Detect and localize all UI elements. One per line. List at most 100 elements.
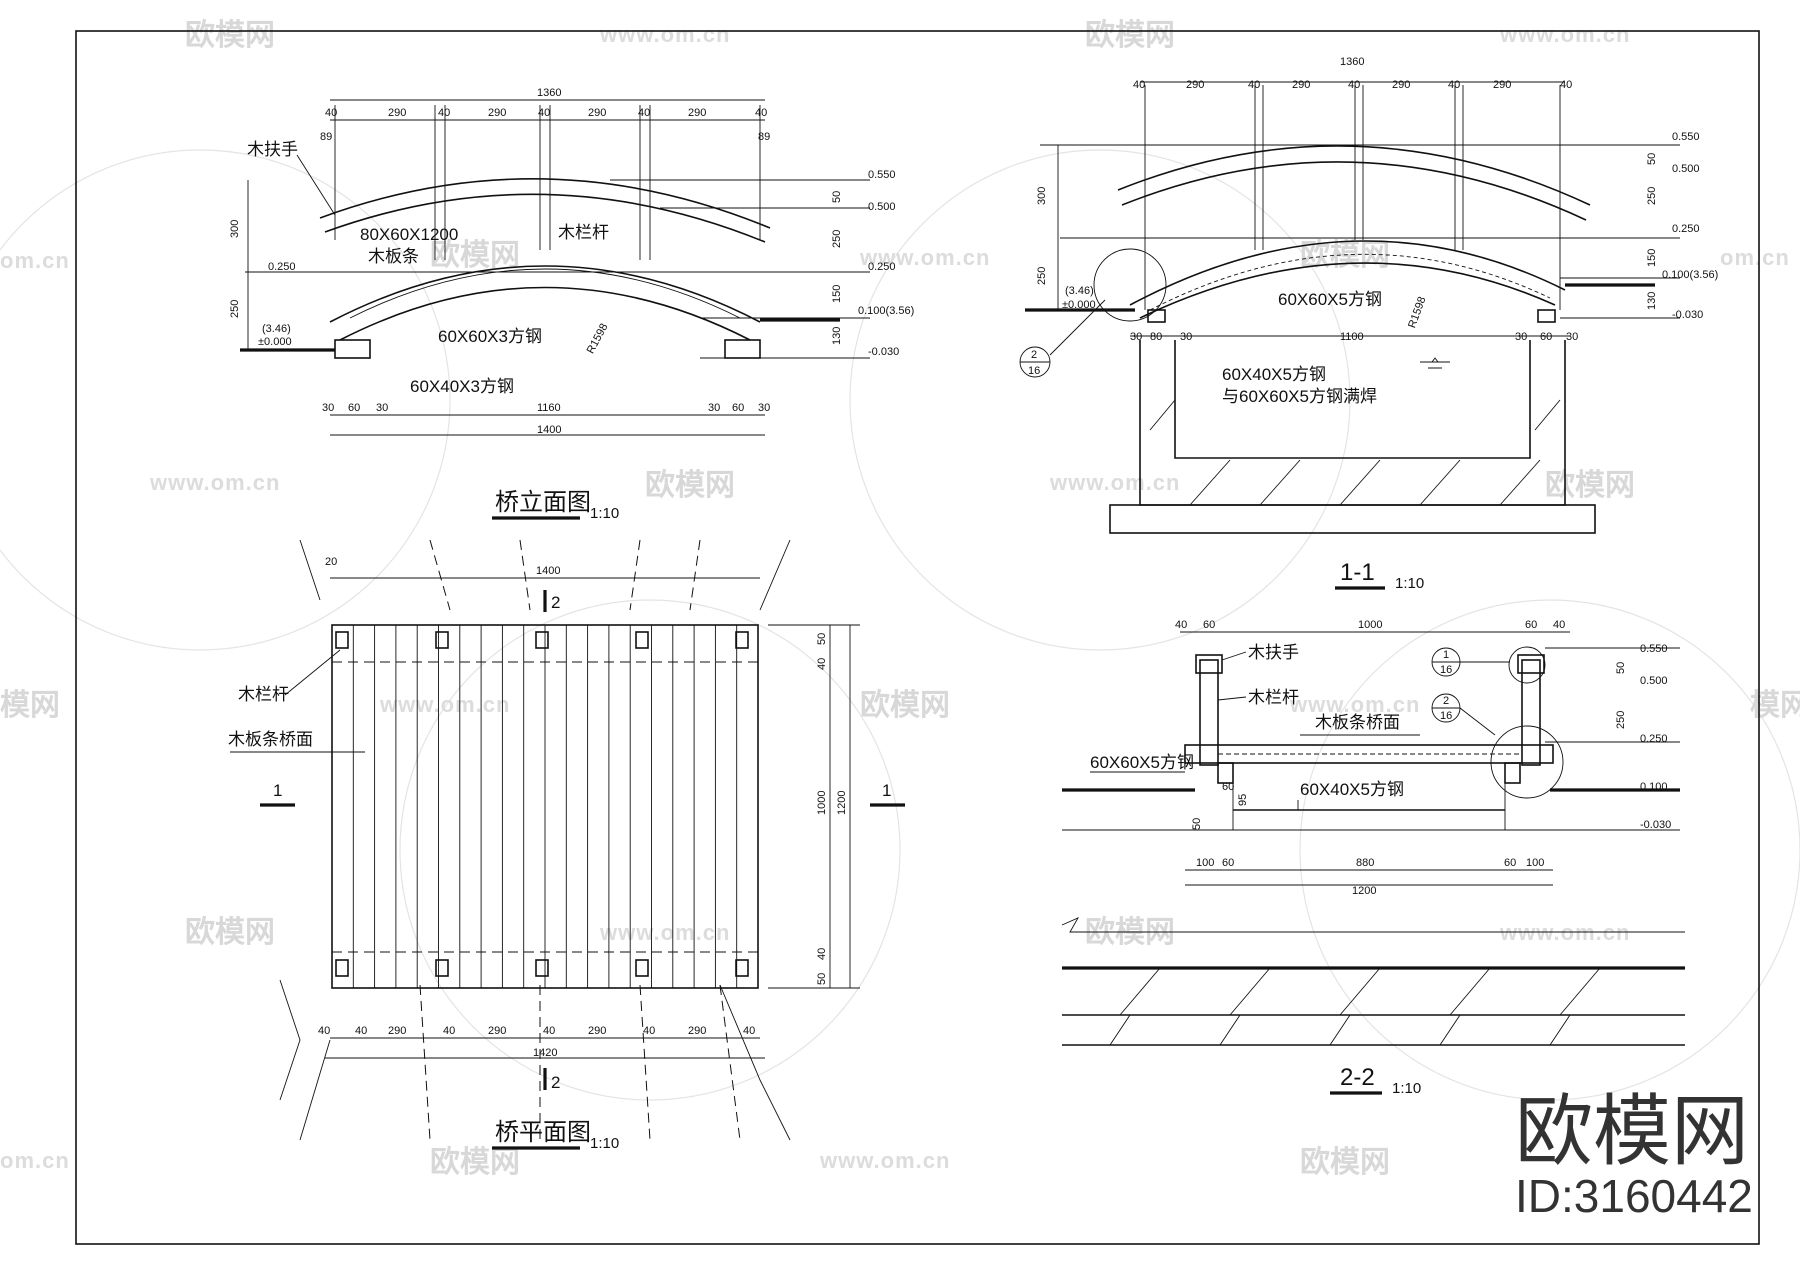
deck-planks bbox=[352, 625, 738, 988]
watermark-site: www.om.cn bbox=[599, 920, 730, 945]
s1-dim-40: 40 bbox=[1348, 79, 1360, 91]
leader-line bbox=[284, 649, 341, 696]
watermark-ring bbox=[849, 149, 1351, 651]
dim-89: 89 bbox=[758, 131, 770, 143]
post-square bbox=[535, 959, 549, 977]
plan-dim-290: 290 bbox=[388, 1025, 406, 1037]
s1-detail-bottom: 16 bbox=[1028, 365, 1040, 377]
s2-dim-50: 50 bbox=[1191, 818, 1203, 830]
s2-dim-100: 100 bbox=[1196, 857, 1214, 869]
dim-1160: 1160 bbox=[537, 402, 561, 414]
plan-dim-40: 40 bbox=[816, 658, 828, 670]
s2-level-030: -0.030 bbox=[1640, 819, 1671, 831]
leader-line bbox=[1221, 651, 1247, 661]
dim-60: 60 bbox=[348, 402, 360, 414]
leader-line bbox=[1049, 299, 1106, 356]
s1-dim-1100: 1100 bbox=[1340, 331, 1364, 343]
s2-dim-50: 50 bbox=[1615, 662, 1627, 674]
watermark-site: om.cn bbox=[1720, 245, 1790, 270]
dim-40: 40 bbox=[438, 107, 450, 119]
s1-dim-250: 250 bbox=[1036, 267, 1048, 285]
dim-250: 250 bbox=[831, 230, 843, 248]
s2-level-100: 0.100 bbox=[1640, 781, 1668, 793]
s1-dim-290: 290 bbox=[1493, 79, 1511, 91]
post-right bbox=[1521, 659, 1541, 766]
section-label-2: 2 bbox=[551, 1073, 560, 1092]
watermark-layer: 欧模网 www.om.cn 欧模网 www.om.cn om.cn 欧模网 ww… bbox=[0, 19, 1800, 1179]
plan-scale: 1:10 bbox=[590, 1135, 619, 1152]
break-line bbox=[1061, 917, 1685, 933]
label-post: 木栏杆 bbox=[558, 223, 609, 242]
s1-level-000: ±0.000 bbox=[1062, 299, 1096, 311]
s2-dim-60: 60 bbox=[1525, 619, 1537, 631]
dim-290: 290 bbox=[588, 107, 606, 119]
plan-dim-1200: 1200 bbox=[836, 791, 848, 815]
foundation-wall bbox=[1139, 340, 1566, 506]
plan-dim-50: 50 bbox=[816, 973, 828, 985]
s2-detail2-top: 2 bbox=[1443, 695, 1449, 707]
deck-arc bbox=[1139, 262, 1556, 319]
dim-30: 30 bbox=[708, 402, 720, 414]
section-label-2: 2 bbox=[551, 593, 560, 612]
leader-line bbox=[296, 154, 336, 216]
dim-40: 40 bbox=[755, 107, 767, 119]
label-handrail: 木扶手 bbox=[247, 140, 298, 159]
watermark-brand: 欧模网 bbox=[1085, 916, 1175, 949]
watermark-brand: 欧模网 bbox=[860, 689, 950, 722]
dim-250: 250 bbox=[229, 300, 241, 318]
s1-detail-top: 2 bbox=[1031, 349, 1037, 361]
label-steel-sub: 60X40X3方钢 bbox=[410, 377, 514, 396]
dim-total: 1360 bbox=[537, 87, 561, 99]
post-square bbox=[335, 631, 349, 649]
watermark-brand: 欧模网 bbox=[185, 19, 275, 52]
s2-dim-60: 60 bbox=[1504, 857, 1516, 869]
watermark-site: www.om.cn bbox=[599, 22, 730, 47]
support-block bbox=[334, 339, 371, 359]
s1-label-weld: 与60X60X5方钢满焊 bbox=[1222, 387, 1377, 406]
plan-dim-40: 40 bbox=[318, 1025, 330, 1037]
s2-dim-40: 40 bbox=[1553, 619, 1565, 631]
concrete-hatch bbox=[1109, 967, 1601, 1046]
s2-level-500: 0.500 bbox=[1640, 675, 1668, 687]
s1-dim-30: 30 bbox=[1180, 331, 1192, 343]
dim-50: 50 bbox=[831, 191, 843, 203]
s2-dim-60: 60 bbox=[1222, 857, 1234, 869]
post-square bbox=[735, 959, 749, 977]
s1-dim-60: 60 bbox=[1540, 331, 1552, 343]
s1-dim-290: 290 bbox=[1292, 79, 1310, 91]
section-2-2: 40 60 1000 60 40 0.550 0.500 0.250 0.100… bbox=[1061, 619, 1685, 1097]
post-square bbox=[335, 959, 349, 977]
watermark-site: om.cn bbox=[0, 248, 70, 273]
s2-dim-880: 880 bbox=[1356, 857, 1374, 869]
plan-dim-40: 40 bbox=[355, 1025, 367, 1037]
s2-title: 2-2 bbox=[1340, 1064, 1375, 1091]
brand-id: ID:3160442 bbox=[1515, 1170, 1753, 1222]
s1-label-steel-sub: 60X40X5方钢 bbox=[1222, 365, 1326, 384]
level-346: (3.46) bbox=[262, 323, 291, 335]
steel-right bbox=[1504, 762, 1521, 784]
detail-callout-circle bbox=[1490, 725, 1564, 799]
post-square bbox=[435, 959, 449, 977]
deck-texture bbox=[1149, 253, 1551, 311]
s1-dim-250: 250 bbox=[1646, 187, 1658, 205]
s1-label-steel-main: 60X60X5方钢 bbox=[1278, 290, 1382, 309]
post-square bbox=[635, 959, 649, 977]
handrail-arc bbox=[1117, 145, 1591, 206]
post-square bbox=[735, 631, 749, 649]
s1-dim-40: 40 bbox=[1560, 79, 1572, 91]
dim-1400: 1400 bbox=[537, 424, 561, 436]
level-250: 0.250 bbox=[868, 261, 896, 273]
foundation-inner bbox=[1174, 340, 1531, 459]
handrail-left bbox=[1195, 654, 1223, 674]
leader-line bbox=[1459, 707, 1496, 736]
level-100: 0.100(3.56) bbox=[858, 305, 914, 317]
post-left bbox=[1199, 659, 1219, 766]
watermark-site: www.om.cn bbox=[1499, 22, 1630, 47]
support-block bbox=[1537, 309, 1556, 323]
s1-dim-50: 50 bbox=[1646, 153, 1658, 165]
plan-dim-290: 290 bbox=[588, 1025, 606, 1037]
elevation-scale: 1:10 bbox=[590, 505, 619, 522]
plan-dim-40: 40 bbox=[643, 1025, 655, 1037]
s2-dim-60: 60 bbox=[1222, 781, 1234, 793]
